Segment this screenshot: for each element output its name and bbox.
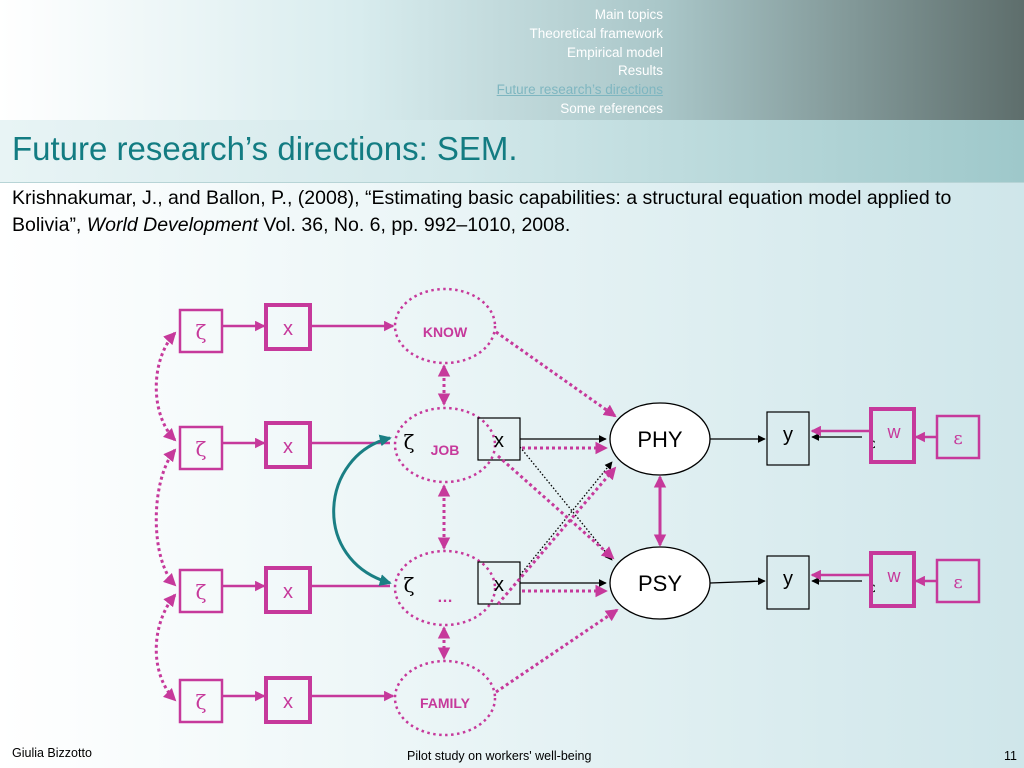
zeta-label-2: ζ [196,437,207,461]
path-family-psy [495,608,619,694]
label-job: JOB [431,442,460,458]
arrow-psy-y [709,577,766,586]
covariance-arc-zeta-2-3 [154,448,177,587]
latent-family [393,659,497,737]
epsilon-label-1: ε [953,428,962,449]
citation: Krishnakumar, J., and Ballon, P., (2008)… [12,185,992,239]
y-label-1: y [783,424,793,446]
citation-text-1: Krishnakumar, J., and Ballon, P., (2008)… [12,187,952,236]
zeta-box-2 [178,425,224,471]
epsilon-box-1 [935,414,981,460]
zeta-box-1 [178,308,224,354]
title-band [0,120,1024,183]
x-box-3 [264,566,312,614]
epsilon-box-2 [935,558,981,604]
zeta-label-4: ζ [196,690,207,714]
footer-title: Pilot study on workers' well-being [407,749,592,763]
topic-nav: Main topics Theoretical framework Empiri… [497,6,663,119]
label-know: KNOW [423,324,468,340]
x-label-2: x [283,436,293,458]
w-box-1 [869,407,916,464]
x-inner-label-job: x [494,430,504,452]
outcome-phy [609,402,711,476]
y-box-2 [766,555,810,610]
outcome-psy [609,546,711,620]
x-inner-label-dots: x [494,574,504,596]
epsilon-label-2: ε [953,572,962,593]
covariance-arc-zeta-1-2 [154,331,177,442]
header-band [0,0,1024,120]
label-psy: PSY [638,571,682,596]
latent-know [393,287,497,365]
x-label-3: x [283,581,293,603]
zeta-label-3: ζ [196,580,207,604]
zeta-box-4 [178,678,224,724]
w-label-2: w [887,566,902,586]
page-number: 11 [1004,749,1017,763]
x-label-1: x [283,318,293,340]
y-label-2: y [783,568,793,590]
x-box-4 [264,676,312,724]
y-box-1 [766,411,810,466]
zeta-inner-dots: ζ [404,573,415,597]
w-box-2 [869,551,916,608]
nav-item-future-research[interactable]: Future research’s directions [496,82,663,98]
covariance-arc-zeta-3-4 [154,593,177,702]
footer-author: Giulia Bizzotto [12,746,92,760]
zeta-box-3 [178,568,224,614]
nav-item-main-topics[interactable]: Main topics [594,7,663,22]
nav-item-theoretical-framework[interactable]: Theoretical framework [529,25,663,41]
path-know-phy [495,330,617,418]
label-phy: PHY [637,427,683,452]
teal-covariance-arc [332,434,392,586]
w-label-1: w [887,422,902,442]
slide-title: Future research’s directions: SEM. [12,130,518,167]
label-family: FAMILY [420,695,471,711]
latent-job [393,406,497,484]
citation-text-2: Vol. 36, No. 6, pp. 992–1010, 2008. [258,214,571,236]
nav-item-empirical-model[interactable]: Empirical model [566,44,663,60]
nav-item-some-references[interactable]: Some references [560,100,663,116]
zeta-label-1: ζ [196,320,207,344]
x-label-4: x [283,691,293,713]
zeta-column: ζ ζ ζ ζ [178,308,224,724]
x-column: x x x x [264,303,312,724]
nav-item-results[interactable]: Results [617,63,663,79]
zeta-inner-job: ζ [404,430,415,454]
x-box-2 [264,421,312,469]
path-job-psy [497,454,615,560]
label-dots: … [437,589,453,606]
citation-journal: World Development [86,214,259,236]
latent-dots [393,549,497,627]
arrow-dots-phy [519,461,613,576]
